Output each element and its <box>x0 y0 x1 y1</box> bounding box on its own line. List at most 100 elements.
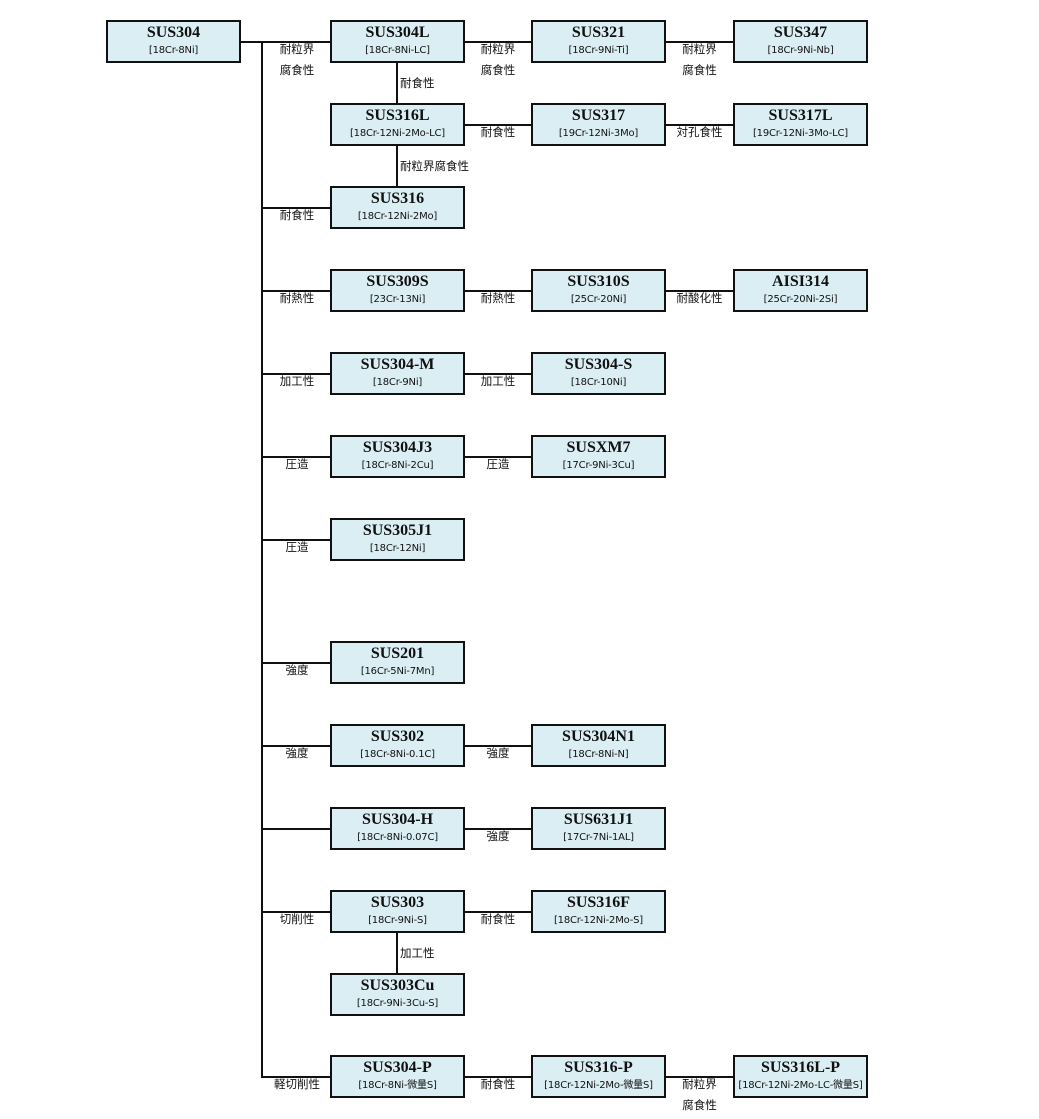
branch-connector-line <box>241 41 330 43</box>
grade-composition: [16Cr-5Ni-7Mn] <box>360 666 435 677</box>
grade-composition: [19Cr-12Ni-3Mo] <box>558 128 639 139</box>
grade-name: SUS303Cu <box>360 977 435 994</box>
horizontal-connector-line <box>465 1076 531 1078</box>
horizontal-connector-line <box>465 745 531 747</box>
connector-label-line: 耐粒界 <box>682 1077 717 1091</box>
connector-label: 強度 <box>458 743 538 764</box>
grade-composition: [18Cr-12Ni-2Mo-LC] <box>349 128 446 139</box>
branch-connector-line <box>262 207 330 209</box>
connector-label-line: 耐食性 <box>400 76 435 90</box>
steel-grade-box: SUS304[18Cr-8Ni] <box>106 20 241 63</box>
connector-label-line: 強度 <box>486 829 510 843</box>
grade-name: SUS321 <box>571 24 626 41</box>
steel-grade-box: SUS316[18Cr-12Ni-2Mo] <box>330 186 465 229</box>
connector-label: 耐粒界腐食性 <box>660 39 740 81</box>
connector-label-line: 耐食性 <box>480 912 516 926</box>
grade-name: SUS304-P <box>363 1059 432 1076</box>
grade-composition: [25Cr-20Ni] <box>570 294 627 305</box>
connector-label: 加工性 <box>458 371 538 392</box>
grade-name: SUS309S <box>366 273 429 290</box>
branch-connector-line <box>262 1076 330 1078</box>
grade-composition: [18Cr-12Ni-2Mo-微量S] <box>544 1080 653 1091</box>
grade-name: SUS304-M <box>360 356 435 373</box>
branch-connector-line <box>262 290 330 292</box>
branch-connector-line <box>262 911 330 913</box>
connector-label-line: 耐粒界 <box>279 42 315 56</box>
connector-label: 強度 <box>458 826 538 847</box>
horizontal-connector-line <box>666 290 733 292</box>
grade-name: SUS304-H <box>361 811 434 828</box>
connector-label: 圧造 <box>458 454 538 475</box>
grade-composition: [18Cr-8Ni-微量S] <box>358 1080 437 1091</box>
grade-name: SUS310S <box>567 273 630 290</box>
grade-composition: [18Cr-9Ni-S] <box>368 915 427 926</box>
connector-label: 耐熱性 <box>257 288 337 309</box>
grade-name: SUS305J1 <box>362 522 433 539</box>
vertical-connector-line <box>396 933 398 973</box>
grade-composition: [17Cr-7Ni-1AL] <box>563 832 634 843</box>
steel-grade-box: SUS317L[19Cr-12Ni-3Mo-LC] <box>733 103 868 146</box>
connector-label-line: 耐食性 <box>480 125 516 139</box>
grade-name: SUS304 <box>146 24 201 41</box>
horizontal-connector-line <box>465 456 531 458</box>
grade-name: SUS347 <box>773 24 828 41</box>
grade-composition: [18Cr-12Ni-2Mo-LC-微量S] <box>738 1080 863 1091</box>
connector-label-line: 耐食性 <box>480 1077 516 1091</box>
steel-grade-box: SUSXM7[17Cr-9Ni-3Cu] <box>531 435 666 478</box>
steel-grade-box: SUS347 [18Cr-9Ni-Nb] <box>733 20 868 63</box>
grade-composition: [18Cr-9Ni-Ti] <box>568 45 629 56</box>
grade-name: SUS316-P <box>564 1059 633 1076</box>
connector-label-line: 加工性 <box>480 374 516 388</box>
connector-label: 加工性 <box>257 371 337 392</box>
grade-composition: [18Cr-9Ni-Nb] <box>767 45 834 56</box>
steel-grade-box: SUS303 [18Cr-9Ni-S] <box>330 890 465 933</box>
connector-label-line: 加工性 <box>279 374 315 388</box>
connector-label: 耐食性 <box>458 122 538 143</box>
grade-name: SUS201 <box>370 645 425 662</box>
grade-composition: [18Cr-10Ni] <box>570 377 627 388</box>
trunk-connector-line <box>261 41 263 1078</box>
grade-composition: [18Cr-9Ni-3Cu-S] <box>356 998 439 1009</box>
connector-label-line: 耐熱性 <box>279 291 315 305</box>
connector-label: 圧造 <box>257 537 337 558</box>
steel-grade-box: SUS304-M[18Cr-9Ni] <box>330 352 465 395</box>
grade-name: SUS303 <box>370 894 425 911</box>
connector-label-line: 圧造 <box>285 540 309 554</box>
grade-name: SUS316L <box>365 107 430 124</box>
grade-composition: [18Cr-8Ni-2Cu] <box>361 460 434 471</box>
grade-name: SUS317 <box>571 107 626 124</box>
steel-grade-box: SUS303Cu [18Cr-9Ni-3Cu-S] <box>330 973 465 1016</box>
grade-composition: [25Cr-20Ni-2Si] <box>763 294 838 305</box>
horizontal-connector-line <box>465 290 531 292</box>
connector-label: 強度 <box>257 660 337 681</box>
connector-label: 耐粒界腐食性 <box>257 39 337 81</box>
steel-grade-box: SUS321 [18Cr-9Ni-Ti] <box>531 20 666 63</box>
connector-label-line: 腐食性 <box>682 63 717 77</box>
horizontal-connector-line <box>666 124 733 126</box>
steel-grade-box: SUS304-P [18Cr-8Ni-微量S] <box>330 1055 465 1098</box>
steel-grade-box: SUS631J1[17Cr-7Ni-1AL] <box>531 807 666 850</box>
branch-connector-line <box>262 456 330 458</box>
connector-label-line: 耐粒界 <box>480 42 516 56</box>
connector-label-line: 耐食性 <box>279 208 315 222</box>
connector-label-line: 圧造 <box>285 457 309 471</box>
grade-name: SUS317L <box>768 107 833 124</box>
connector-label: 耐酸化性 <box>660 288 740 309</box>
connector-label: 耐食性 <box>257 205 337 226</box>
grade-name: SUS304L <box>365 24 430 41</box>
branch-connector-line <box>262 828 330 830</box>
branch-connector-line <box>262 662 330 664</box>
grade-name: SUS316F <box>566 894 631 911</box>
steel-grade-box: SUS310S [25Cr-20Ni] <box>531 269 666 312</box>
horizontal-connector-line <box>666 1076 733 1078</box>
horizontal-connector-line <box>465 911 531 913</box>
grade-name: SUS316L-P <box>760 1059 841 1076</box>
connector-label-line: 腐食性 <box>279 63 315 77</box>
connector-label-line: 腐食性 <box>480 63 516 77</box>
steel-grade-box: SUS302[18Cr-8Ni-0.1C] <box>330 724 465 767</box>
connector-label-line: 加工性 <box>400 946 435 960</box>
grade-composition: [18Cr-8Ni-LC] <box>365 45 430 56</box>
connector-label: 軽切削性 <box>257 1074 337 1095</box>
horizontal-connector-line <box>465 41 531 43</box>
branch-connector-line <box>262 745 330 747</box>
